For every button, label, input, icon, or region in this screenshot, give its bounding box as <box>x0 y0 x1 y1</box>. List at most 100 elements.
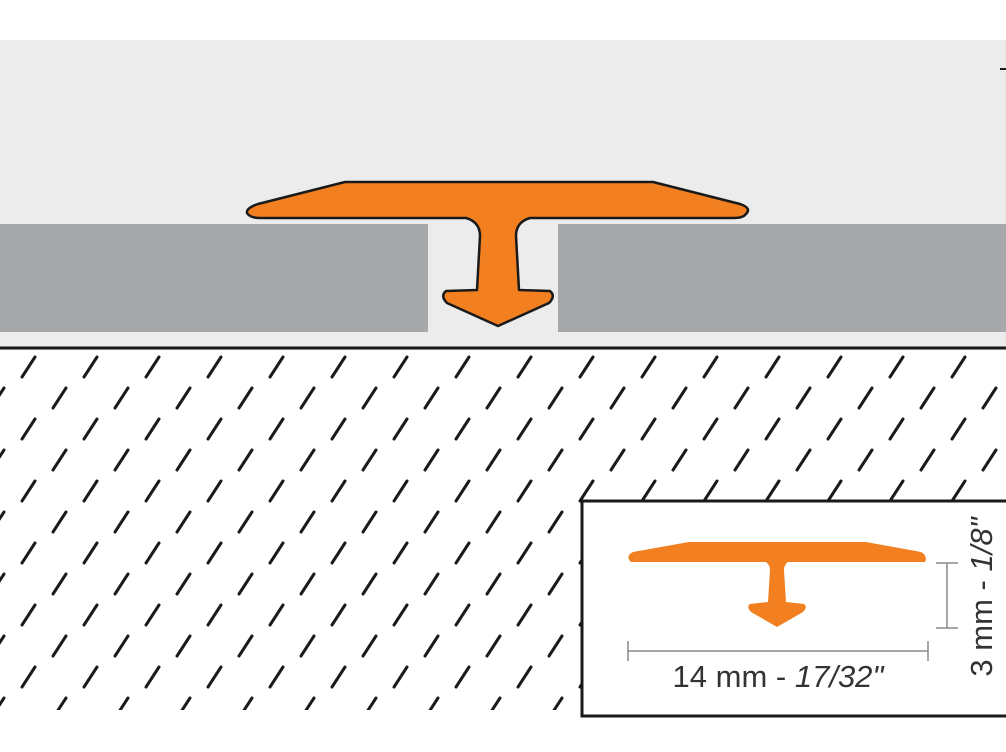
hatch-dash <box>206 665 223 689</box>
hatch-dash <box>237 386 254 410</box>
hatch-dash <box>890 729 903 749</box>
hatch-dash <box>330 541 347 565</box>
hatch-dash <box>392 479 409 503</box>
hatch-dash <box>330 665 347 689</box>
hatch-dash <box>981 386 998 410</box>
hatch-dash <box>82 603 99 627</box>
hatch-dash <box>952 729 965 749</box>
hatch-dash <box>113 386 130 410</box>
hatch-dash <box>950 417 967 441</box>
hatch-dash <box>206 479 223 503</box>
hatch-dash <box>56 696 68 710</box>
hatch-dash <box>361 572 378 596</box>
hatch-dash <box>578 417 595 441</box>
hatch-dash <box>516 417 533 441</box>
hatch-dash <box>299 572 316 596</box>
hatch-dash <box>361 386 378 410</box>
hatch-dash <box>175 572 192 596</box>
hatch-dash <box>0 510 6 521</box>
hatch-dash <box>547 510 564 534</box>
hatch-dash <box>456 729 469 749</box>
hatch-dash <box>702 479 719 503</box>
hatch-dash <box>330 603 347 627</box>
hatch-dash <box>857 448 874 472</box>
hatch-dash <box>516 355 533 379</box>
hatch-dash <box>144 541 161 565</box>
hatch-dash <box>454 417 471 441</box>
hatch-dash <box>268 541 285 565</box>
hatch-dash <box>547 634 564 658</box>
hatch-dash <box>950 355 967 379</box>
hatch-dash <box>394 729 407 749</box>
hatch-dash <box>609 386 626 410</box>
hatch-dash <box>299 634 316 658</box>
hatch-dash <box>84 729 97 749</box>
hatch-dash <box>485 634 502 658</box>
hatch-dash <box>640 355 657 379</box>
hatch-dash <box>795 448 812 472</box>
hatch-dash <box>547 386 564 410</box>
hatch-dash <box>144 665 161 689</box>
hatch-dash <box>208 729 221 749</box>
hatch-dash <box>175 386 192 410</box>
hatch-dash <box>490 696 502 710</box>
hatch-dash <box>82 355 99 379</box>
hatch-dash <box>51 634 68 658</box>
floor-covering-right <box>558 224 1006 332</box>
hatch-dash <box>454 603 471 627</box>
hatch-dash <box>826 355 843 379</box>
hatch-dash <box>270 729 283 749</box>
hatch-dash <box>268 355 285 379</box>
hatch-dash <box>113 448 130 472</box>
hatch-dash <box>857 386 874 410</box>
hatch-dash <box>702 417 719 441</box>
hatch-dash <box>299 448 316 472</box>
hatch-dash <box>206 603 223 627</box>
hatch-dash <box>888 479 905 503</box>
inset-t-profile <box>628 542 926 627</box>
hatch-dash <box>113 510 130 534</box>
hatch-dash <box>518 729 531 749</box>
hatch-dash <box>454 479 471 503</box>
width-dimension-label: 14 mm - 17/32" <box>673 659 886 694</box>
hatch-dash <box>428 696 440 710</box>
hatch-dash <box>146 729 159 749</box>
hatch-dash <box>20 603 37 627</box>
hatch-dash <box>113 572 130 596</box>
hatch-dash <box>981 448 998 472</box>
hatch-dash <box>361 510 378 534</box>
hatch-dash <box>20 479 37 503</box>
hatch-dash <box>423 634 440 658</box>
hatch-dash <box>826 417 843 441</box>
hatch-dash <box>268 665 285 689</box>
hatch-dash <box>237 634 254 658</box>
hatch-dash <box>332 729 345 749</box>
hatch-dash <box>22 729 35 749</box>
hatch-dash <box>423 510 440 534</box>
hatch-dash <box>304 696 316 710</box>
hatch-dash <box>330 417 347 441</box>
hatch-dash <box>423 448 440 472</box>
hatch-dash <box>826 479 843 503</box>
hatch-dash <box>144 603 161 627</box>
hatch-dash <box>671 448 688 472</box>
hatch-dash <box>268 417 285 441</box>
hatch-dash <box>392 603 409 627</box>
hatch-dash <box>82 665 99 689</box>
hatch-dash <box>454 541 471 565</box>
hatch-dash <box>237 510 254 534</box>
hatch-dash <box>20 417 37 441</box>
hatch-dash <box>20 355 37 379</box>
hatch-dash <box>828 729 841 749</box>
hatch-dash <box>361 448 378 472</box>
hatch-dash <box>609 448 626 472</box>
hatch-dash <box>392 417 409 441</box>
hatch-dash <box>20 541 37 565</box>
hatch-dash <box>640 417 657 441</box>
hatch-dash <box>180 696 192 710</box>
hatch-dash <box>580 729 593 749</box>
hatch-dash <box>361 634 378 658</box>
hatch-dash <box>51 510 68 534</box>
hatch-dash <box>0 386 6 397</box>
hatch-dash <box>485 448 502 472</box>
